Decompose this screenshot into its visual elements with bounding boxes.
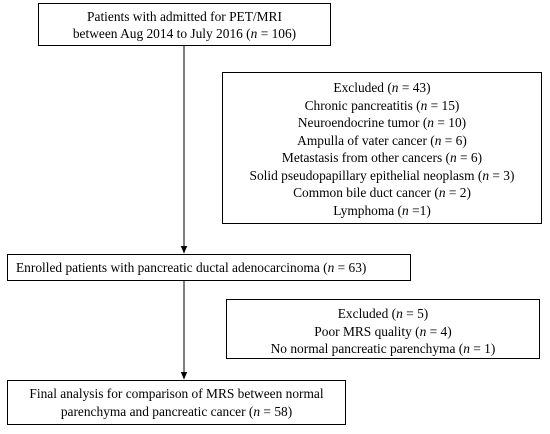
final-analysis-box: Final analysis for comparison of MRS bet… [7,380,346,425]
excluded-metastasis: Metastasis from other cancers (n = 6) [281,150,483,165]
excluded-second-box: Excluded (n = 5) Poor MRS quality (n = 4… [226,299,540,359]
excluded-solid-pseudopapillary: Solid pseudopapillary epithelial neoplas… [249,167,515,183]
excluded-neuroendocrine-tumor: Neuroendocrine tumor (n = 10) [297,115,467,130]
excluded-first-box: Excluded (n = 43) Chronic pancreatitis (… [222,72,542,224]
excluded-poor-mrs-quality: Poor MRS quality (n = 4) [314,323,452,339]
final-line-1: Final analysis for comparison of MRS bet… [29,386,324,401]
excluded-lymphoma: Lymphoma (n =1) [333,202,431,218]
excluded-ampulla-of-vater-cancer: Ampulla of vater cancer (n = 6) [297,132,467,148]
excluded-no-normal-parenchyma: No normal pancreatic parenchyma (n = 1) [270,341,496,356]
excluded-second-total: Excluded (n = 5) [337,306,429,321]
admitted-patients-box: Patients with admitted for PET/MRI betwe… [38,3,331,46]
admitted-line-2: between Aug 2014 to July 2016 (n = 106) [72,26,297,41]
enrolled-line: Enrolled patients with pancreatic ductal… [16,260,367,275]
admitted-line-1: Patients with admitted for PET/MRI [87,8,282,24]
final-line-2: parenchyma and pancreatic cancer (n = 58… [60,403,293,419]
excluded-common-bile-duct-cancer: Common bile duct cancer (n = 2) [293,185,471,200]
excluded-chronic-pancreatitis: Chronic pancreatitis (n = 15) [304,97,460,113]
enrolled-patients-box: Enrolled patients with pancreatic ductal… [7,254,411,281]
excluded-first-total: Excluded (n = 43) [333,80,431,95]
